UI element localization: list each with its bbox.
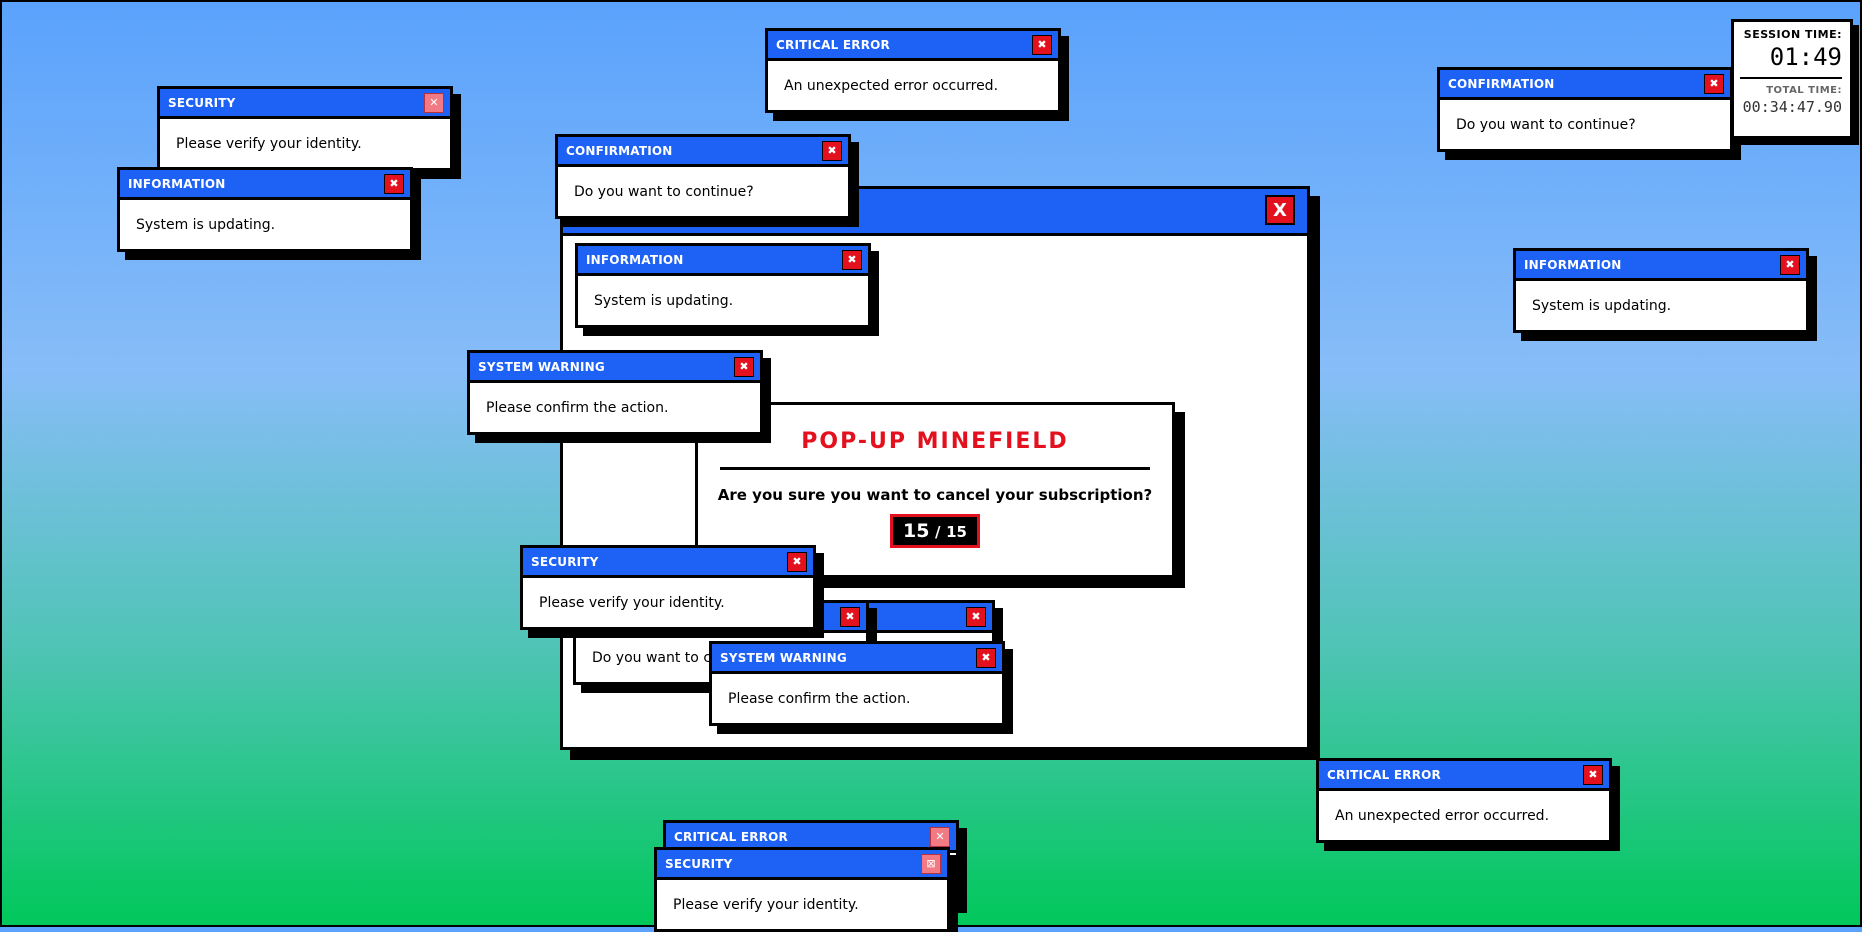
close-icon[interactable]: ✖ (840, 606, 860, 627)
session-time-value: 01:49 (1769, 43, 1842, 71)
popup-message: Do you want to continue? (1456, 116, 1636, 133)
popup-title-bar[interactable]: CRITICAL ERROR ✖ (768, 31, 1058, 61)
popup-message: Please confirm the action. (486, 399, 669, 416)
popup-title-bar[interactable]: CONFIRMATION ✖ (1440, 70, 1730, 100)
popup-title: SECURITY (531, 554, 599, 569)
popup-message: Please verify your identity. (176, 135, 362, 152)
popup-title-bar[interactable]: INFORMATION ✖ (120, 170, 410, 200)
close-icon[interactable]: ✖ (1780, 254, 1800, 275)
close-icon[interactable]: ✖ (384, 173, 404, 194)
popup-information: INFORMATION ✖ System is updating. (117, 167, 413, 252)
session-time-label: SESSION TIME: (1743, 28, 1842, 41)
counter-total: 15 (946, 523, 967, 541)
popup-message: An unexpected error occurred. (1335, 807, 1550, 824)
popup-counter: 15 / 15 (890, 514, 980, 548)
close-icon[interactable]: ✖ (966, 606, 986, 627)
dialog-heading: POP-UP MINEFIELD (801, 429, 1069, 454)
main-window-close-button[interactable]: X (1265, 195, 1295, 225)
popup-title-bar[interactable]: SECURITY ✕ (160, 89, 450, 119)
close-icon[interactable]: ✖ (787, 551, 807, 572)
popup-message: System is updating. (594, 292, 734, 309)
close-icon[interactable]: ✖ (734, 356, 754, 377)
close-icon[interactable]: ✖ (976, 647, 996, 668)
counter-current: 15 (903, 520, 930, 542)
popup-title: INFORMATION (128, 176, 226, 191)
popup-information: INFORMATION ✖ System is updating. (575, 243, 871, 328)
close-icon[interactable]: ✖ (1032, 34, 1052, 55)
popup-security: SECURITY ✖ Please verify your identity. (520, 545, 816, 630)
close-icon[interactable]: ✕ (424, 92, 444, 113)
popup-confirmation: CONFIRMATION ✖ Do you want to continue? (555, 134, 851, 219)
popup-title: SYSTEM WARNING (478, 359, 605, 374)
popup-confirmation: CONFIRMATION ✖ Do you want to continue? (1437, 67, 1733, 152)
popup-title: CRITICAL ERROR (1327, 767, 1441, 782)
popup-system-warning: SYSTEM WARNING ✖ Please confirm the acti… (709, 641, 1005, 726)
popup-message: An unexpected error occurred. (784, 77, 999, 94)
popup-title-bar[interactable]: SECURITY ✖ (523, 548, 813, 578)
total-time-value: 00:34:47.90 (1742, 98, 1842, 116)
close-icon[interactable]: ✖ (822, 140, 842, 161)
popup-title-bar[interactable]: CONFIRMATION ✖ (558, 137, 848, 167)
popup-title: CONFIRMATION (1448, 76, 1555, 91)
total-time-label: TOTAL TIME: (1766, 85, 1842, 96)
minefield-dialog: POP-UP MINEFIELD Are you sure you want t… (695, 402, 1175, 578)
popup-title: SECURITY (168, 95, 236, 110)
popup-message: Do you want to continue? (574, 183, 754, 200)
popup-critical-error: CRITICAL ERROR ✖ An unexpected error occ… (1316, 758, 1612, 843)
close-icon[interactable]: ⊠ (921, 853, 941, 874)
popup-information: INFORMATION ✖ System is updating. (1513, 248, 1809, 333)
close-icon[interactable]: ✖ (1704, 73, 1724, 94)
divider (1740, 77, 1842, 79)
popup-title-bar[interactable]: INFORMATION ✖ (1516, 251, 1806, 281)
popup-title: INFORMATION (586, 252, 684, 267)
popup-title: SYSTEM WARNING (720, 650, 847, 665)
popup-title: SECURITY (665, 856, 733, 871)
popup-title-bar[interactable]: SECURITY ⊠ (657, 850, 947, 880)
close-icon[interactable]: ✕ (930, 826, 950, 847)
popup-title: CONFIRMATION (566, 143, 673, 158)
popup-title: INFORMATION (1524, 257, 1622, 272)
popup-message: System is updating. (136, 216, 276, 233)
popup-message: Please verify your identity. (673, 896, 859, 913)
popup-message: Please confirm the action. (728, 690, 911, 707)
popup-title-bar[interactable]: SYSTEM WARNING ✖ (712, 644, 1002, 674)
close-icon[interactable]: ✖ (842, 249, 862, 270)
popup-title-bar[interactable]: CRITICAL ERROR ✖ (1319, 761, 1609, 791)
popup-title-bar[interactable]: SYSTEM WARNING ✖ (470, 353, 760, 383)
dialog-question: Are you sure you want to cancel your sub… (717, 486, 1153, 504)
popup-system-warning: SYSTEM WARNING ✖ Please confirm the acti… (467, 350, 763, 435)
popup-security: SECURITY ✕ Please verify your identity. (157, 86, 453, 171)
popup-security: SECURITY ⊠ Please verify your identity. (654, 847, 950, 932)
popup-title-bar[interactable]: INFORMATION ✖ (578, 246, 868, 276)
popup-message: Please verify your identity. (539, 594, 725, 611)
divider (720, 467, 1150, 470)
popup-message: System is updating. (1532, 297, 1672, 314)
close-icon[interactable]: ✖ (1583, 764, 1603, 785)
counter-separator: / (935, 523, 941, 541)
popup-title: CRITICAL ERROR (776, 37, 890, 52)
timer-panel: SESSION TIME: 01:49 TOTAL TIME: 00:34:47… (1731, 19, 1853, 139)
popup-critical-error: CRITICAL ERROR ✖ An unexpected error occ… (765, 28, 1061, 113)
popup-title: CRITICAL ERROR (674, 829, 788, 844)
